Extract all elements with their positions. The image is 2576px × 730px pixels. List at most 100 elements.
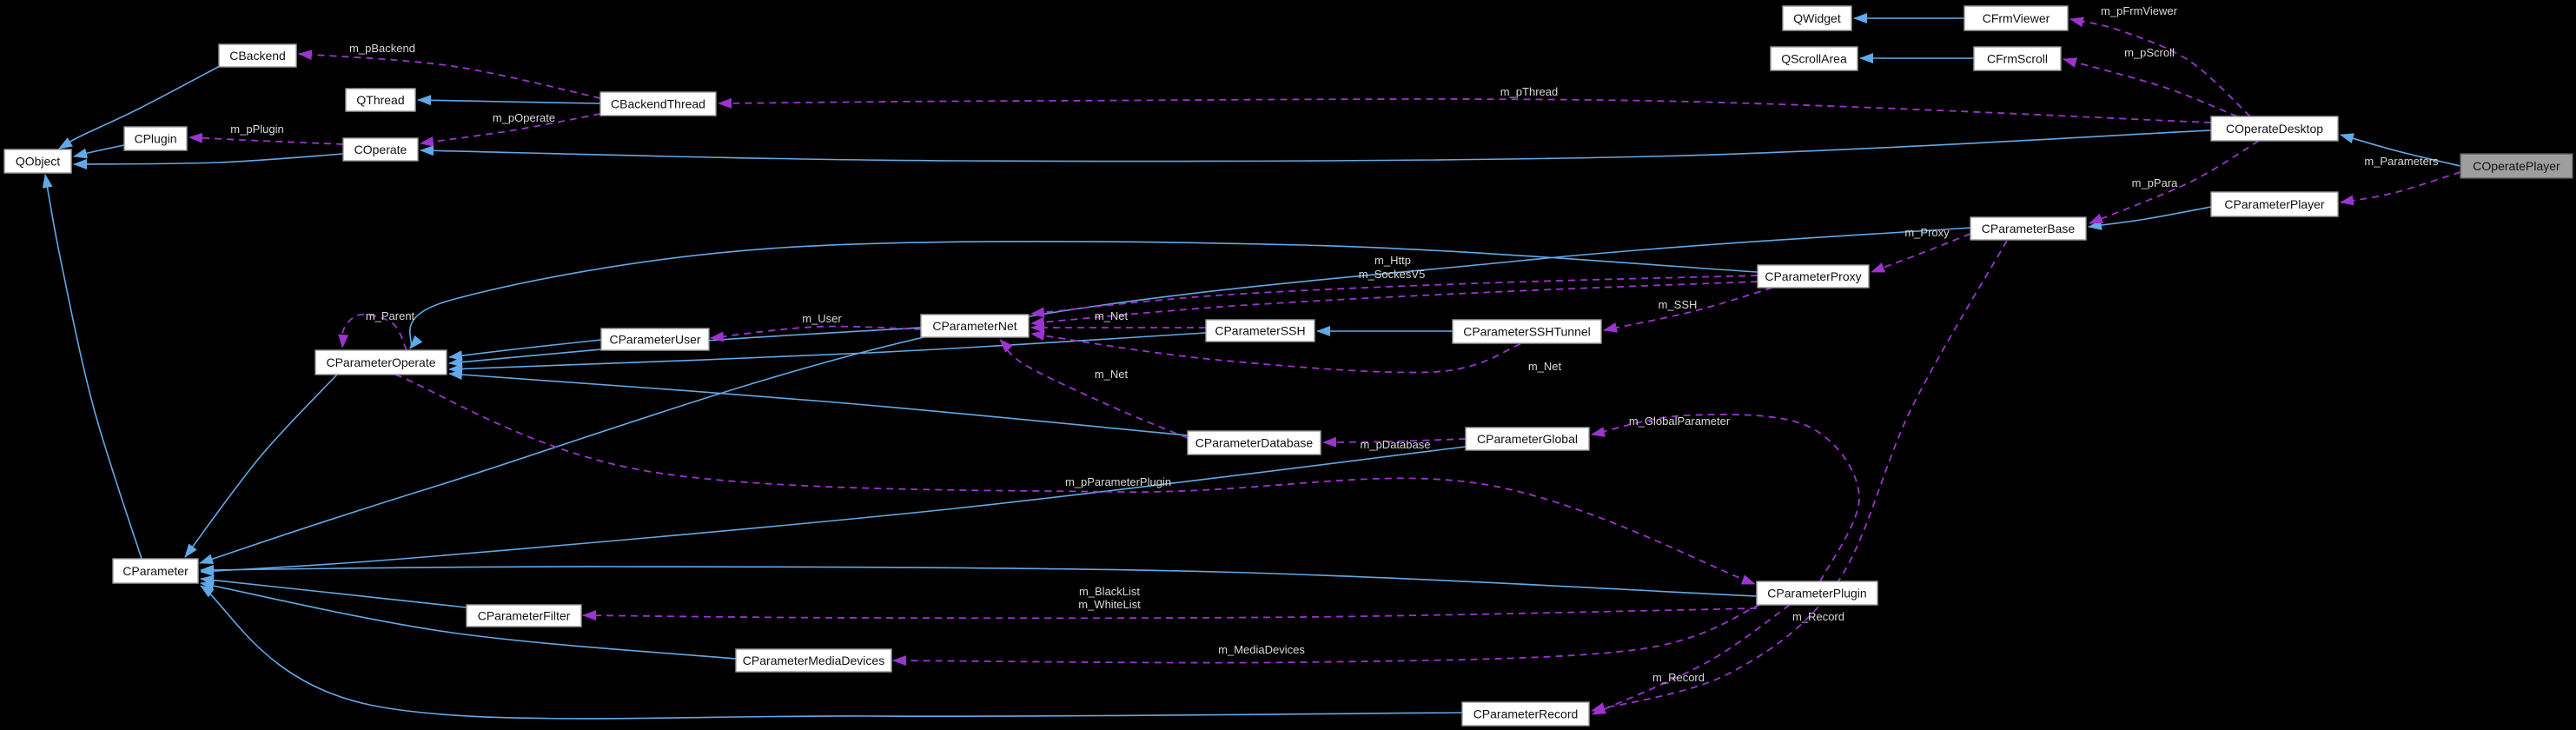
class-node-label-CParameterBase: CParameterBase	[1982, 222, 2076, 236]
inheritance-edge-CParameterOperate-to-CParameter	[184, 374, 338, 558]
class-node-CParameterBase[interactable]: CParameterBase	[1970, 216, 2087, 241]
class-node-CParameterSSH[interactable]: CParameterSSH	[1205, 319, 1315, 342]
class-node-label-QScrollArea: QScrollArea	[1781, 52, 1847, 66]
usage-edge-CParameterDatabase-to-CParameterNet	[999, 339, 1189, 439]
edge-label-m_User: m_User	[802, 312, 842, 325]
edge-label-m_MediaDevices: m_MediaDevices	[1218, 643, 1305, 656]
edge-label-m_BlackList: m_BlackList	[1079, 585, 1140, 598]
edge-label-m_GlobalParameter: m_GlobalParameter	[1629, 415, 1731, 428]
edge-label-m_Http: m_Http	[1374, 254, 1411, 267]
usage-edge-CParameterSSHTunnel-to-CParameterNet	[1030, 330, 1521, 374]
class-node-CParameter[interactable]: CParameter	[112, 558, 199, 584]
inheritance-edge-CParameterFilter-to-CParameter	[200, 574, 467, 608]
class-node-COperatePlayer[interactable]: COperatePlayer	[2460, 153, 2573, 179]
class-node-CParameterNet[interactable]: CParameterNet	[920, 314, 1030, 338]
class-node-QObject[interactable]: QObject	[3, 149, 72, 174]
usage-edge-COperateDesktop-to-CFrmScroll	[2063, 57, 2238, 117]
usage-edge-CParameterBase-to-CParameterProxy	[1871, 233, 1971, 273]
edge-label-m_pPlugin: m_pPlugin	[230, 123, 283, 136]
class-node-box-CParameterMediaDevices	[735, 648, 892, 673]
class-node-box-CParameterOperate	[315, 349, 447, 375]
class-node-CParameterOperate[interactable]: CParameterOperate	[315, 349, 447, 375]
edge-label-m_Net: m_Net	[1095, 309, 1129, 322]
class-node-box-CParameterSSH	[1205, 319, 1315, 342]
class-node-QScrollArea[interactable]: QScrollArea	[1770, 46, 1858, 71]
class-node-CParameterPlayer[interactable]: CParameterPlayer	[2210, 191, 2339, 217]
class-node-CParameterGlobal[interactable]: CParameterGlobal	[1465, 427, 1590, 451]
inheritance-edge-COperate-to-QObject	[73, 153, 344, 169]
usage-edge-CParameterPlugin-to-CParameterGlobal	[1591, 414, 1860, 582]
usage-edge-CParameterPlugin-to-CParameterMediaDevices	[892, 604, 1761, 667]
edge-label-m_Proxy: m_Proxy	[1904, 226, 1950, 239]
edge-label-m_Record: m_Record	[1652, 671, 1705, 684]
usage-edge-CParameterOperate-to-CParameterPlugin	[394, 374, 1756, 585]
class-node-label-CParameterPlayer: CParameterPlayer	[2224, 197, 2324, 211]
class-node-CParameterProxy[interactable]: CParameterProxy	[1757, 264, 1870, 289]
class-node-label-CPlugin: CPlugin	[134, 132, 176, 146]
inheritance-edge-CParameterRecord-to-CParameter	[200, 585, 1463, 720]
class-node-CBackend[interactable]: CBackend	[218, 43, 297, 68]
class-node-CParameterFilter[interactable]: CParameterFilter	[466, 604, 582, 627]
class-node-CParameterUser[interactable]: CParameterUser	[600, 328, 710, 351]
usage-edge-COperateDesktop-to-CFrmViewer	[2069, 17, 2251, 117]
class-node-box-QScrollArea	[1770, 46, 1858, 71]
class-node-box-CParameterFilter	[466, 604, 582, 627]
class-node-box-CParameterGlobal	[1465, 427, 1590, 451]
class-node-box-CParameterNet	[920, 314, 1030, 338]
class-node-box-CParameterProxy	[1757, 264, 1870, 289]
class-node-COperate[interactable]: COperate	[342, 137, 419, 162]
class-node-CParameterMediaDevices[interactable]: CParameterMediaDevices	[735, 648, 892, 673]
edge-label-m_pBackend: m_pBackend	[349, 42, 415, 55]
class-node-label-CBackend: CBackend	[229, 49, 286, 63]
usage-edge-CBackendThread-to-CBackend	[298, 50, 601, 99]
class-node-CPlugin[interactable]: CPlugin	[123, 126, 188, 151]
class-node-label-CParameterMediaDevices: CParameterMediaDevices	[743, 654, 884, 667]
inheritance-edge-CBackendThread-to-QThread	[417, 95, 601, 106]
class-node-label-CParameterSSHTunnel: CParameterSSHTunnel	[1463, 325, 1591, 339]
class-node-box-QThread	[345, 88, 416, 112]
usage-edge-CParameterPlugin-to-CParameterRecord	[1592, 604, 1791, 715]
edge-label-m_SockesV5: m_SockesV5	[1359, 268, 1426, 281]
class-node-CFrmScroll[interactable]: CFrmScroll	[1973, 46, 2062, 71]
class-node-CParameterSSHTunnel[interactable]: CParameterSSHTunnel	[1452, 319, 1602, 344]
edge-label-m_pThread: m_pThread	[1500, 85, 1558, 98]
inheritance-edge-CParameterGlobal-to-CParameter	[200, 446, 1467, 576]
class-node-CParameterPlugin[interactable]: CParameterPlugin	[1756, 581, 1878, 606]
class-node-label-CParameterOperate: CParameterOperate	[326, 355, 435, 369]
class-node-box-CParameterUser	[600, 328, 710, 351]
inheritance-edge-CParameterSSH-to-CParameterOperate	[448, 332, 1207, 375]
edge-label-m_Net: m_Net	[1528, 360, 1562, 373]
class-node-box-CBackend	[218, 43, 297, 68]
usage-edge-CParameterOperate-to-CParameterOperate	[338, 313, 407, 351]
class-node-label-CFrmScroll: CFrmScroll	[1987, 52, 2048, 66]
class-node-label-CParameterGlobal: CParameterGlobal	[1477, 432, 1578, 446]
edge-label-m_Parent: m_Parent	[366, 309, 415, 322]
class-node-box-CFrmViewer	[1963, 5, 2069, 31]
usage-edge-COperate-to-CPlugin	[189, 132, 344, 145]
class-node-CParameterDatabase[interactable]: CParameterDatabase	[1187, 430, 1321, 455]
class-node-label-CParameterProxy: CParameterProxy	[1765, 269, 1861, 283]
usage-edge-COperatePlayer-to-CParameterPlayer	[2340, 171, 2461, 206]
class-node-box-CParameterPlayer	[2210, 191, 2339, 217]
usage-edge-CParameterProxy-to-CParameterNet	[1030, 281, 1758, 328]
inheritance-edge-CParameterDatabase-to-CParameterOperate	[448, 369, 1189, 436]
edge-label-m_pScroll: m_pScroll	[2124, 46, 2175, 59]
usage-edge-CBackendThread-to-COperate	[420, 113, 601, 147]
class-node-CParameterRecord[interactable]: CParameterRecord	[1461, 701, 1590, 727]
class-node-label-CParameter: CParameter	[123, 564, 189, 578]
class-node-CBackendThread[interactable]: CBackendThread	[599, 91, 717, 116]
class-node-QThread[interactable]: QThread	[345, 88, 416, 112]
class-node-label-QObject: QObject	[16, 155, 60, 169]
edge-label-m_pDatabase: m_pDatabase	[1361, 438, 1431, 451]
usage-edge-CParameterBase-to-CParameterRecord	[1591, 240, 2008, 713]
inheritance-edge-COperatePlayer-to-COperateDesktop	[2340, 133, 2461, 167]
edge-label-m_Parameters: m_Parameters	[2364, 155, 2439, 168]
edge-label-m_Record: m_Record	[1792, 610, 1844, 623]
class-node-label-CParameterUser: CParameterUser	[609, 333, 700, 347]
class-node-COperateDesktop[interactable]: COperateDesktop	[2210, 116, 2339, 142]
class-node-box-CParameterRecord	[1461, 701, 1590, 727]
class-node-QWidget[interactable]: QWidget	[1782, 5, 1852, 31]
class-node-CFrmViewer[interactable]: CFrmViewer	[1963, 5, 2069, 31]
class-node-box-CParameterDatabase	[1187, 430, 1321, 455]
